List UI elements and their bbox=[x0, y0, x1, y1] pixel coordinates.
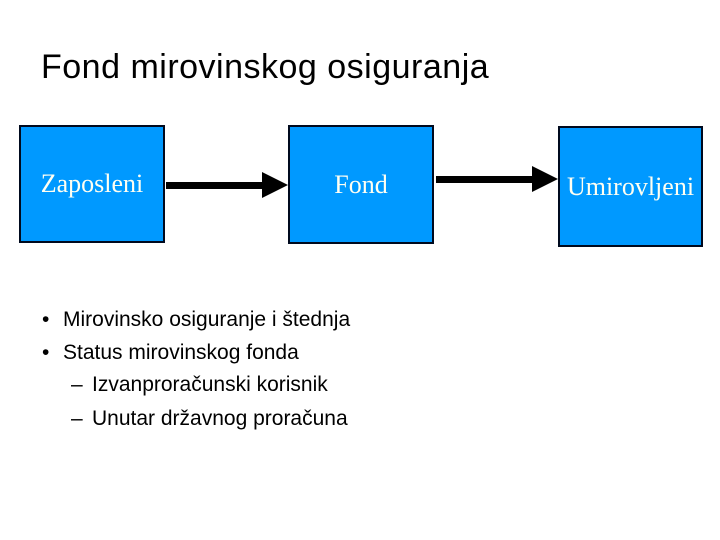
flow-box-zaposleni-label: Zaposleni bbox=[40, 169, 144, 198]
bullet-subitem: – Unutar državnog proračuna bbox=[0, 406, 652, 431]
flow-box-umirovljeni-label: Umirovljeni bbox=[566, 171, 695, 201]
flow-box-umirovljeni: Umirovljeni bbox=[558, 126, 703, 247]
bullet-item: • Status mirovinskog fonda bbox=[0, 340, 623, 365]
slide-title: Fond mirovinskog osiguranja bbox=[41, 48, 490, 86]
flow-arrow-zaposleni-to-fond bbox=[166, 172, 288, 198]
bullet-item: • Mirovinsko osiguranje i štednja bbox=[0, 307, 623, 332]
bullet-text: Unutar državnog proračuna bbox=[92, 407, 348, 430]
bullet-text: Mirovinsko osiguranje i štednja bbox=[63, 308, 351, 331]
bullet-dash-marker: – bbox=[71, 407, 83, 430]
arrow-shaft bbox=[166, 182, 264, 189]
flow-box-zaposleni: Zaposleni bbox=[19, 125, 165, 243]
bullet-text: Izvanproračunski korisnik bbox=[92, 373, 328, 396]
flow-arrow-fond-to-umirovljeni bbox=[436, 166, 558, 192]
bullet-text: Status mirovinskog fonda bbox=[63, 341, 299, 364]
bullet-marker: • bbox=[42, 308, 50, 331]
bullet-marker: • bbox=[42, 341, 50, 364]
arrow-shaft bbox=[436, 176, 534, 183]
flow-box-fond-label: Fond bbox=[334, 169, 388, 199]
flow-box-fond: Fond bbox=[288, 125, 434, 244]
bullet-dash-marker: – bbox=[71, 373, 83, 396]
arrow-head-icon bbox=[532, 166, 558, 192]
arrow-head-icon bbox=[262, 172, 288, 198]
bullet-subitem: – Izvanproračunski korisnik bbox=[0, 372, 652, 397]
